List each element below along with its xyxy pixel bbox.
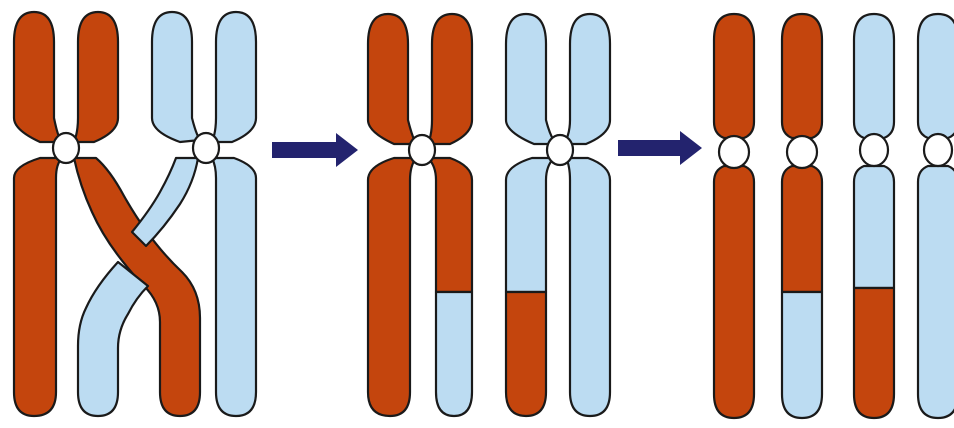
chromatid-2-lower-paternal	[782, 292, 822, 418]
paternal-chromatid-b-lower	[566, 158, 610, 416]
paternal-centromere-2	[547, 135, 573, 165]
maternal-chromatid-2-upper-arm	[74, 12, 118, 142]
arrow-2-shape	[618, 131, 702, 165]
maternal-chromatid-b-lower-maternal-part	[428, 158, 472, 292]
chromatid-2-recombinant	[782, 14, 822, 418]
chromatid-3-recombinant	[854, 14, 894, 418]
paternal-chromatid-a-upper	[506, 14, 556, 144]
maternal-chromatid-1-lower-arm	[14, 158, 62, 416]
arrow-1-shape	[272, 133, 358, 167]
paternal-chromatid-2-lower-arm	[212, 158, 256, 416]
paternal-centromere	[193, 133, 219, 163]
chromatid-4-upper	[918, 14, 954, 138]
maternal-centromere-2	[409, 135, 435, 165]
chromatid-3-upper	[854, 14, 894, 138]
chromatid-3-lower-paternal	[854, 166, 894, 288]
chromatid-1-upper	[714, 14, 754, 138]
maternal-chromatid-1-upper-arm	[14, 12, 62, 142]
chromatid-3-lower-maternal	[854, 288, 894, 418]
maternal-chromatid-a-lower	[368, 158, 416, 416]
maternal-chromatid-a-upper	[368, 14, 416, 144]
paternal-chromatid-a-lower-paternal-part	[506, 158, 554, 292]
chromatid-4-lower	[918, 166, 954, 418]
chromatid-1-centromere	[719, 136, 749, 168]
paternal-chromatid-b-upper	[564, 14, 610, 144]
chromatid-2-centromere	[787, 136, 817, 168]
chromatid-4-centromere	[924, 134, 952, 166]
stage-separated-chromatids	[714, 14, 954, 418]
chromatid-4-parental-paternal	[918, 14, 954, 418]
chromatid-3-centromere	[860, 134, 888, 166]
chromatid-1-parental-maternal	[714, 14, 754, 418]
paternal-chromatid-1-lower-arm-bottom	[78, 262, 148, 416]
maternal-centromere	[53, 133, 79, 163]
chromatid-2-lower-maternal	[782, 166, 822, 292]
paternal-chromatid-1-upper-arm	[152, 12, 200, 142]
chromatid-1-lower	[714, 166, 754, 418]
maternal-chromatid-b-upper	[428, 14, 472, 144]
paternal-chromatid-2-upper-arm	[212, 12, 256, 142]
stage-exchanged-tetrads	[368, 14, 610, 416]
chromatid-2-upper	[782, 14, 822, 138]
right-arrow-icon	[618, 131, 702, 165]
maternal-chromatid-b-lower-paternal-part	[436, 292, 472, 416]
paternal-chromatid-1-lower-arm-crossing	[132, 158, 198, 246]
paternal-chromatid-a-lower-maternal-part	[506, 292, 546, 416]
right-arrow-icon	[272, 133, 358, 167]
stage-crossing-over	[14, 12, 256, 416]
